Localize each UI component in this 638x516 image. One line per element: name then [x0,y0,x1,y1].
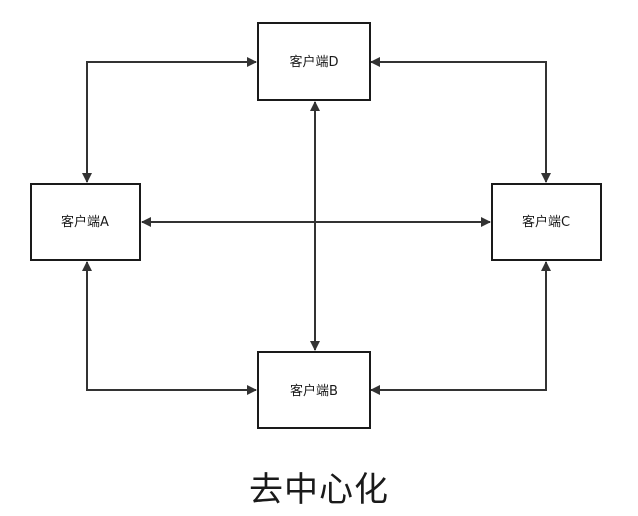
edge-c-b [370,261,551,395]
node-d-label: 客户端D [289,54,338,70]
node-d-box [257,22,371,101]
node-b: 客户端B [257,351,371,429]
edge-a-d [82,57,257,183]
diagram-caption: 去中心化 [249,470,389,510]
node-d: 客户端D [257,22,371,101]
node-a: 客户端A [30,183,141,261]
node-a-box [30,183,141,261]
node-a-label: 客户端A [61,214,109,230]
node-c-box [491,183,602,261]
node-b-box [257,351,371,429]
node-b-label: 客户端B [290,383,338,399]
edge-a-b [82,261,257,395]
edge-d-c [370,57,551,183]
edges [82,57,551,395]
node-c-label: 客户端C [522,214,570,230]
node-c: 客户端C [491,183,602,261]
